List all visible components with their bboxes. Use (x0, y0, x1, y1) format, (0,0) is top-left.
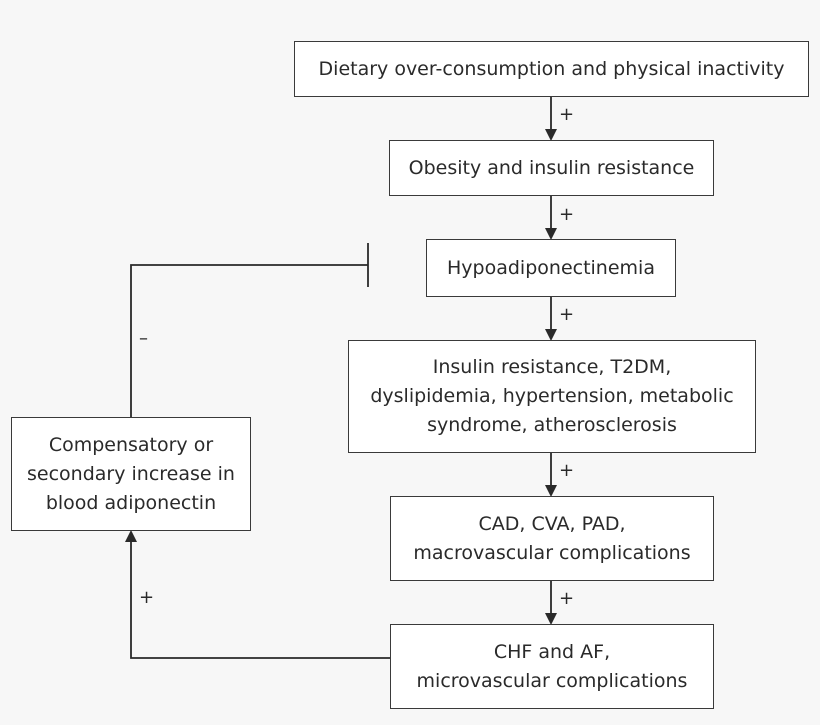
sign-hypo-to-metabolic: + (559, 304, 575, 325)
node-hypoadiponectinemia: Hypoadiponectinemia (426, 239, 676, 297)
node-metabolic-disorders: Insulin resistance, T2DM, dyslipidemia, … (348, 340, 756, 453)
sign-cad-to-chf: + (559, 588, 575, 609)
node-microvascular-complications: CHF and AF, microvascular complications (390, 624, 714, 709)
sign-metabolic-to-cad: + (559, 460, 575, 481)
inhibit-line-compensatory-to-hypo (130, 264, 368, 417)
node-label: CHF and AF, microvascular complications (416, 640, 688, 692)
sign-chf-to-compensatory: + (139, 587, 155, 608)
node-label: Insulin resistance, T2DM, dyslipidemia, … (370, 356, 734, 436)
sign-diet-to-obesity: + (559, 104, 575, 125)
node-obesity-insulin-resistance: Obesity and insulin resistance (389, 140, 714, 196)
node-dietary-overconsumption: Dietary over-consumption and physical in… (294, 41, 809, 97)
node-label: Hypoadiponectinemia (447, 256, 655, 279)
node-label: Dietary over-consumption and physical in… (318, 57, 785, 80)
node-label: Obesity and insulin resistance (408, 156, 695, 179)
node-label: CAD, CVA, PAD, macrovascular complicatio… (413, 512, 691, 564)
arrow-chf-to-compensatory (125, 530, 390, 659)
sign-compensatory-inhibits-hypo: – (139, 328, 148, 349)
node-label: Compensatory or secondary increase in bl… (27, 433, 235, 514)
sign-obesity-to-hypo: + (559, 204, 575, 225)
node-macrovascular-complications: CAD, CVA, PAD, macrovascular complicatio… (390, 496, 714, 581)
node-compensatory-adiponectin: Compensatory or secondary increase in bl… (11, 417, 251, 531)
